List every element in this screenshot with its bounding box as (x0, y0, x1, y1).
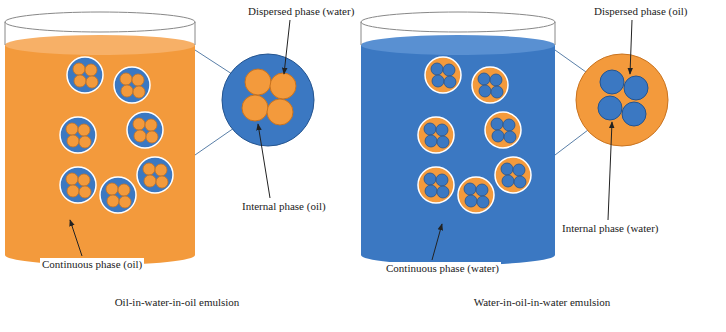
globule (485, 112, 521, 148)
leader-arrow (258, 124, 270, 198)
leader-arrow (630, 20, 632, 74)
globule (67, 57, 103, 93)
oil-droplet (242, 95, 268, 121)
globule (137, 157, 173, 193)
panel-caption: Water-in-oil-in-water emulsion (430, 296, 654, 309)
callout-label: Continuous phase (oil) (40, 258, 144, 271)
leader-arrow (284, 20, 290, 74)
zoomed-globule (222, 54, 314, 146)
callout-label: Internal phase (water) (560, 222, 661, 235)
zoom-line (195, 50, 232, 74)
beaker-wall (555, 22, 556, 45)
liquid-surface (361, 35, 555, 55)
globule (60, 167, 96, 203)
callout-label: Dispersed phase (oil) (592, 5, 689, 18)
globule (114, 67, 150, 103)
liquid-surface (5, 35, 195, 55)
water-droplet (622, 102, 646, 126)
globule (425, 57, 461, 93)
globule (495, 157, 531, 193)
zoom-line (555, 50, 586, 72)
oil-droplet (267, 99, 293, 125)
globule (127, 112, 163, 148)
oil-phase-liquid (5, 45, 195, 265)
globule (100, 177, 136, 213)
beaker-wall (361, 22, 362, 45)
beaker-rim (5, 12, 195, 32)
water-phase-liquid (361, 45, 555, 265)
zoomed-globule (576, 54, 668, 146)
panel-caption: Oil-in-water-in-oil emulsion (70, 296, 284, 309)
globule (418, 117, 454, 153)
globule (418, 167, 454, 203)
beaker-wall (195, 22, 196, 45)
leader-arrow (608, 122, 612, 220)
globule (458, 177, 494, 213)
oil-droplet (245, 69, 271, 95)
callout-label: Internal phase (oil) (240, 200, 328, 213)
globule (60, 117, 96, 153)
water-droplet (600, 70, 624, 94)
callout-label: Continuous phase (water) (384, 262, 501, 275)
water-droplet (624, 76, 648, 100)
globule (472, 67, 508, 103)
leader-arrow (70, 220, 82, 256)
oil-droplet (270, 73, 296, 99)
zoom-line (195, 128, 234, 155)
water-droplet (598, 96, 622, 120)
beaker-wall (5, 22, 6, 45)
beaker-rim (361, 12, 555, 32)
zoom-line (555, 130, 588, 155)
callout-label: Dispersed phase (water) (246, 5, 356, 18)
leader-arrow (432, 224, 442, 260)
